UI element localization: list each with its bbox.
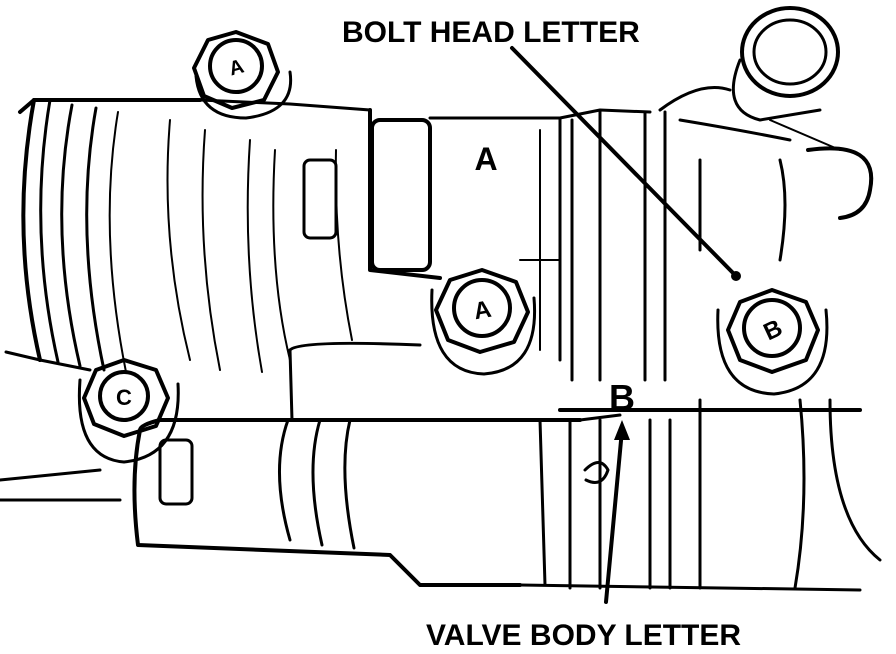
bolt-letter-right: B [759, 314, 786, 346]
bolt-center: A [430, 268, 537, 376]
valve-body-mark-lower: B [609, 377, 635, 418]
bolt-head-leader [510, 46, 741, 281]
bolt-letter-top-left: A [227, 55, 247, 80]
right-upper-structure [658, 6, 874, 262]
bolt-letter-left: C [116, 385, 132, 410]
valve-body-leader [604, 420, 630, 604]
bolt-letter-center: A [472, 296, 494, 326]
bolt-head-letter-label: BOLT HEAD LETTER [342, 16, 640, 49]
lower-valve-body [0, 341, 882, 592]
cylinder-housing [4, 98, 372, 373]
bolt-right: B [716, 288, 829, 396]
bolt-left: C [77, 358, 180, 464]
upper-valve-body [368, 108, 667, 382]
valve-body-letter-label: VALVE BODY LETTER [426, 619, 741, 652]
bolt-top-left: A [192, 30, 293, 120]
valve-body-mark-upper: A [474, 141, 497, 177]
